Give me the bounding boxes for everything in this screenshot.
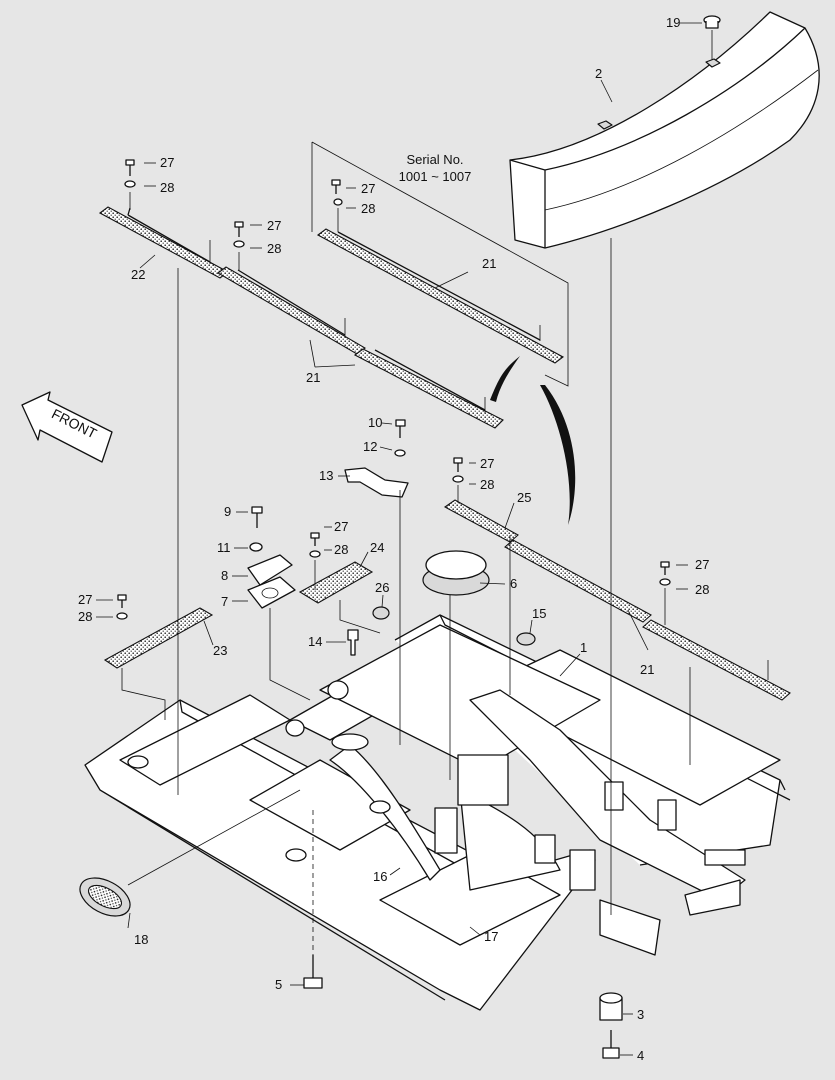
grit-plates-right — [443, 499, 519, 543]
callout-1: 1 — [580, 640, 587, 655]
grit-plate-23 — [103, 607, 214, 669]
callout-28: 28 — [160, 180, 174, 195]
callout-18: 18 — [134, 932, 148, 947]
counterweight-cap — [703, 15, 721, 29]
callout-28: 28 — [334, 542, 348, 557]
callout-24: 24 — [370, 540, 384, 555]
callout-27: 27 — [267, 218, 281, 233]
callout-26: 26 — [375, 580, 389, 595]
callout-28: 28 — [695, 582, 709, 597]
serial-reference-arrow — [540, 385, 576, 525]
cover-plate — [247, 554, 293, 586]
callout-15: 15 — [532, 606, 546, 621]
callout-19: 19 — [666, 15, 680, 30]
cover-plug — [422, 550, 490, 596]
callout-5: 5 — [275, 977, 282, 992]
callout-27: 27 — [334, 519, 348, 534]
callout-leaders — [96, 22, 702, 1056]
callout-28: 28 — [78, 609, 92, 624]
serial-range-frame — [311, 141, 569, 387]
callout-11: 11 — [217, 540, 231, 555]
callout-21: 21 — [640, 662, 654, 677]
callout-28: 28 — [267, 241, 281, 256]
callout-4: 4 — [637, 1048, 644, 1063]
callout-2: 2 — [595, 66, 602, 81]
callout-8: 8 — [221, 568, 228, 583]
callout-21: 21 — [482, 256, 496, 271]
gasket-plate — [247, 576, 296, 609]
callout-28: 28 — [480, 477, 494, 492]
serial-number-range: 1001 ~ 1007 — [399, 169, 472, 184]
bolts-and-washers — [116, 159, 671, 620]
front-direction-arrow — [21, 391, 113, 463]
callout-27: 27 — [361, 181, 375, 196]
callout-23: 23 — [213, 643, 227, 658]
mounting-bracket — [344, 467, 409, 498]
serial-number-title: Serial No. — [406, 152, 463, 167]
counterweight — [509, 11, 820, 249]
callout-9: 9 — [224, 504, 231, 519]
callout-6: 6 — [510, 576, 517, 591]
upper-frame — [84, 614, 791, 1011]
callout-22: 22 — [131, 267, 145, 282]
callout-10: 10 — [368, 415, 382, 430]
grit-plate-24 — [298, 561, 374, 604]
assembly-lines — [121, 192, 769, 955]
callout-3: 3 — [637, 1007, 644, 1022]
callout-27: 27 — [78, 592, 92, 607]
callout-13: 13 — [319, 468, 333, 483]
callout-27: 27 — [695, 557, 709, 572]
pin-bolt — [347, 629, 359, 656]
bottom-bolts — [303, 955, 620, 1059]
callout-27: 27 — [160, 155, 174, 170]
oval-grommet — [79, 877, 131, 917]
callout-25: 25 — [517, 490, 531, 505]
callout-16: 16 — [373, 869, 387, 884]
callout-7: 7 — [221, 594, 228, 609]
callout-21: 21 — [306, 370, 320, 385]
callout-27: 27 — [480, 456, 494, 471]
callout-17: 17 — [484, 929, 498, 944]
callout-14: 14 — [308, 634, 322, 649]
callout-28: 28 — [361, 201, 375, 216]
grit-plates-upper — [98, 206, 565, 429]
callout-12: 12 — [363, 439, 377, 454]
